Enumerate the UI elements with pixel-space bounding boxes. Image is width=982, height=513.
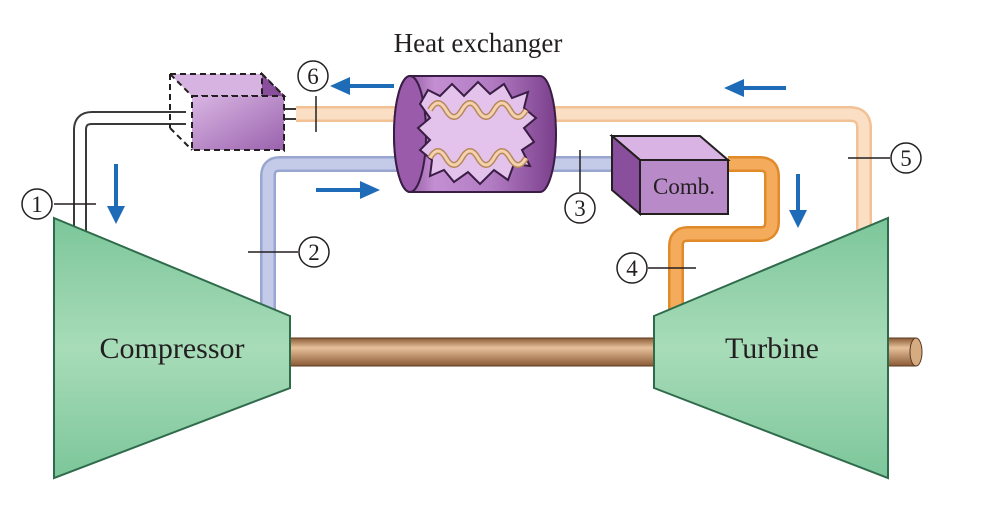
compressor-label: Compressor: [100, 332, 245, 365]
compressor: [53, 216, 291, 480]
dashed-heat-rejection-box: [167, 71, 287, 153]
state-4-marker: [616, 252, 648, 284]
state-5-marker: [890, 142, 922, 174]
combustor: Comb.: [609, 133, 731, 217]
flow-arrow-turbine-inlet: [789, 174, 807, 228]
turbine-label: Turbine: [725, 332, 819, 365]
pipe-state-2: [260, 156, 408, 310]
state-6-label: 6: [307, 64, 319, 89]
heat-exchanger: [393, 75, 557, 193]
state-1-marker: [21, 188, 53, 220]
flow-arrow-exhaust: [330, 77, 394, 95]
turbine: [653, 216, 889, 480]
flow-arrow-turbine-exhaust: [724, 79, 786, 97]
state-6-marker: [297, 60, 329, 92]
state-3-label: 3: [574, 196, 586, 221]
state-4-label: 4: [626, 256, 638, 281]
flow-arrow-inlet: [107, 164, 125, 224]
state-1-label: 1: [31, 192, 43, 217]
state-3-marker: [564, 192, 596, 224]
state-5-label: 5: [900, 146, 912, 171]
combustor-label: Comb.: [653, 174, 715, 199]
state-2-label: 2: [308, 240, 320, 265]
flow-arrow-to-hx: [316, 181, 380, 199]
pipe-state-1: [73, 111, 186, 232]
state-2-marker: [298, 236, 330, 268]
heat-exchanger-title: Heat exchanger: [394, 28, 563, 58]
